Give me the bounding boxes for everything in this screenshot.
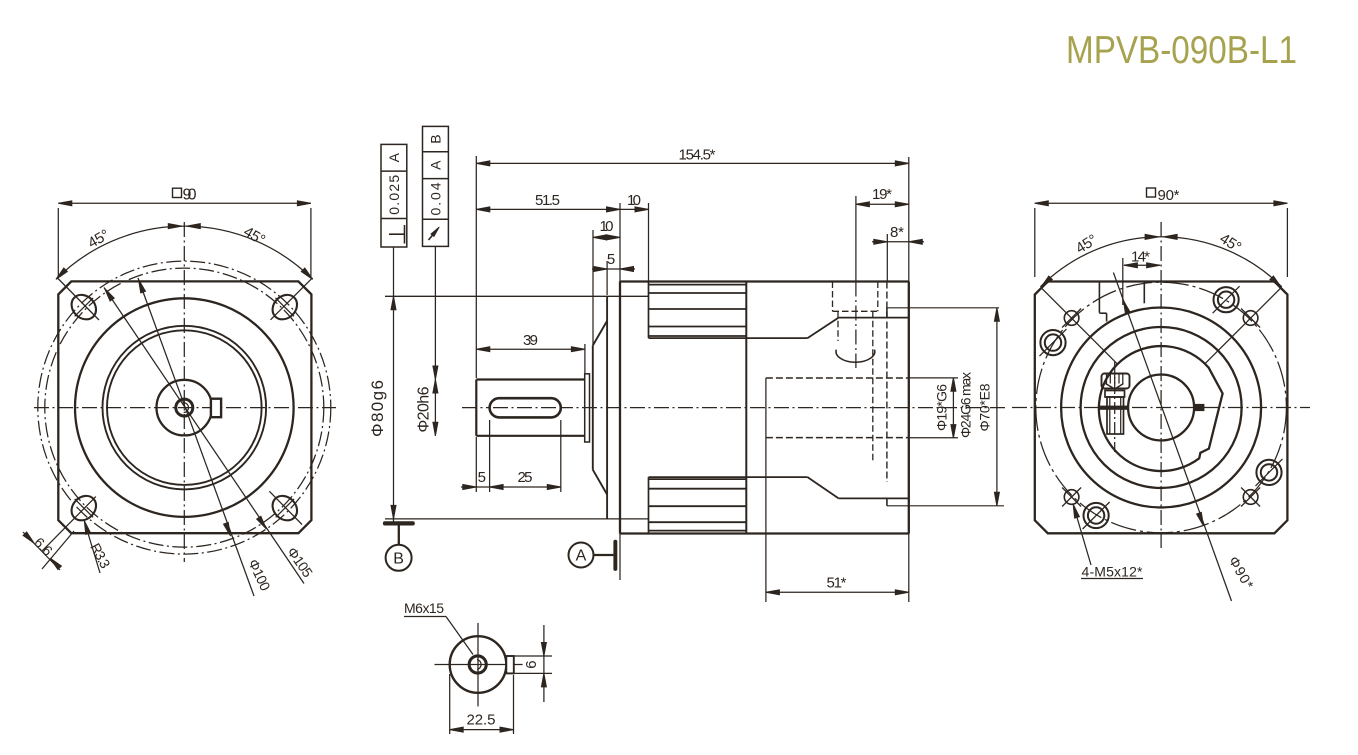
svg-text:10: 10 — [600, 218, 614, 235]
svg-text:8*: 8* — [890, 224, 904, 241]
svg-text:25: 25 — [518, 469, 533, 486]
svg-text:19*: 19* — [872, 186, 892, 203]
svg-text:MPVB-090B-L1: MPVB-090B-L1 — [1066, 29, 1297, 72]
svg-text:51*: 51* — [827, 575, 847, 592]
svg-text:Φ24G6 max: Φ24G6 max — [958, 372, 974, 438]
svg-text:B: B — [393, 551, 404, 568]
svg-text:0.04: 0.04 — [428, 182, 444, 215]
svg-text:A: A — [386, 152, 402, 162]
svg-text:154.5*: 154.5* — [679, 147, 716, 164]
svg-text:Φ19*G6: Φ19*G6 — [934, 384, 950, 431]
svg-text:6: 6 — [523, 660, 540, 668]
svg-text:22.5: 22.5 — [467, 712, 496, 729]
svg-text:0.025: 0.025 — [386, 175, 402, 215]
svg-text:B: B — [428, 134, 444, 143]
svg-text:39: 39 — [523, 332, 538, 349]
svg-text:90: 90 — [183, 186, 197, 203]
svg-text:Φ70*E8: Φ70*E8 — [977, 383, 993, 431]
svg-text:14*: 14* — [1131, 249, 1150, 266]
svg-text:5: 5 — [478, 469, 486, 486]
svg-text:10: 10 — [627, 192, 641, 209]
svg-text:M6x15: M6x15 — [404, 600, 444, 616]
svg-text:A: A — [576, 548, 587, 565]
svg-text:51.5: 51.5 — [535, 192, 560, 209]
svg-text:90*: 90* — [1158, 187, 1180, 204]
svg-text:5: 5 — [607, 251, 615, 268]
svg-text:A: A — [428, 160, 444, 170]
svg-text:4-M5x12*: 4-M5x12* — [1082, 564, 1144, 580]
svg-text:Φ20h6: Φ20h6 — [416, 386, 433, 432]
svg-text:Φ80g6: Φ80g6 — [368, 380, 387, 437]
